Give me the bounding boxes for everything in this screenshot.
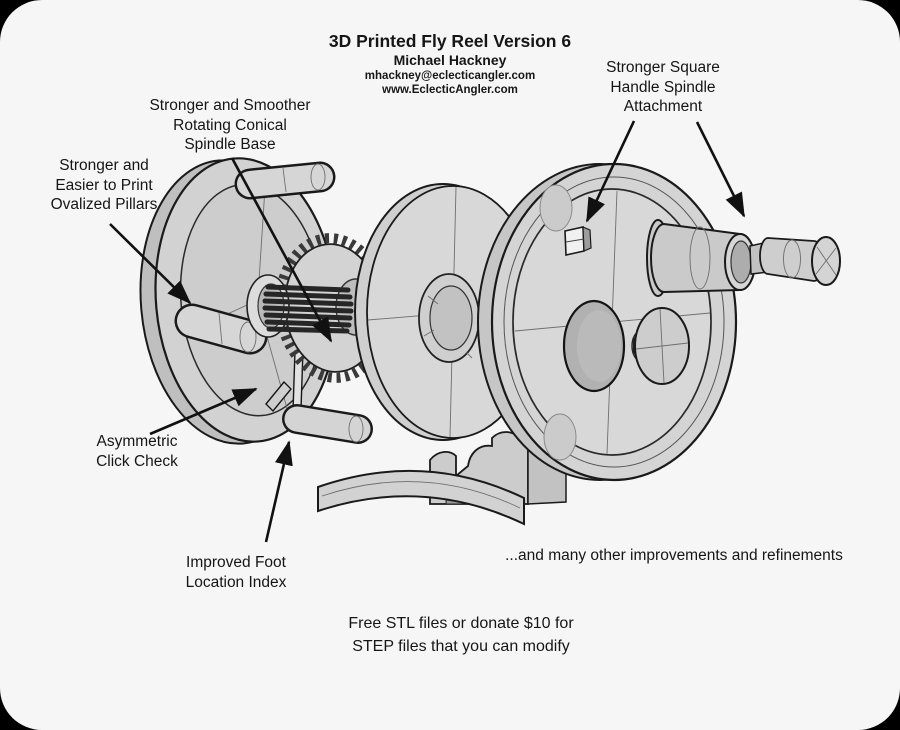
arrow-spindle-base — [230, 157, 333, 343]
handle-assembly — [646, 219, 841, 297]
note-files-offer: Free STL files or donate $10 for STEP fi… — [348, 615, 574, 655]
pillar-top — [234, 161, 336, 200]
arrow-click-check — [149, 387, 258, 436]
pillar-left — [174, 303, 268, 355]
conical-spindle-base — [246, 274, 354, 338]
callout-spindle-base: Stronger and Smoother Rotating Conical S… — [149, 97, 311, 153]
arrow-pillars — [109, 223, 192, 305]
callout-foot-index: Improved Foot Location Index — [185, 554, 287, 591]
spline-shaft — [262, 284, 354, 334]
page-title: 3D Printed Fly Reel Version 6 — [328, 31, 572, 51]
handle-knob — [811, 236, 841, 286]
callout-arrows — [109, 120, 746, 543]
arrow-square-hole — [585, 120, 636, 223]
arrow-foot-index — [264, 440, 293, 543]
author-name: Michael Hackney — [393, 52, 507, 68]
website-url: www.EclecticAngler.com — [382, 84, 518, 96]
callout-pillars: Stronger and Easier to Print Ovalized Pi… — [50, 157, 158, 213]
center-spindle-hole — [562, 299, 626, 393]
callout-handle-spindle: Stronger Square Handle Spindle Attachmen… — [606, 59, 720, 115]
callout-click-check: Asymmetric Click Check — [96, 433, 178, 470]
square-spindle-hole — [564, 226, 592, 256]
drag-knob — [631, 307, 690, 385]
reel-foot — [317, 431, 567, 526]
pillar-bottom — [282, 404, 373, 444]
author-email: mhackney@eclecticangler.com — [364, 70, 536, 82]
arrow-handle-spindle — [695, 121, 746, 218]
note-improvements: ...and many other improvements and refin… — [505, 547, 843, 564]
front-plate — [477, 162, 738, 482]
title-block: 3D Printed Fly Reel Version 6 Michael Ha… — [280, 31, 620, 97]
